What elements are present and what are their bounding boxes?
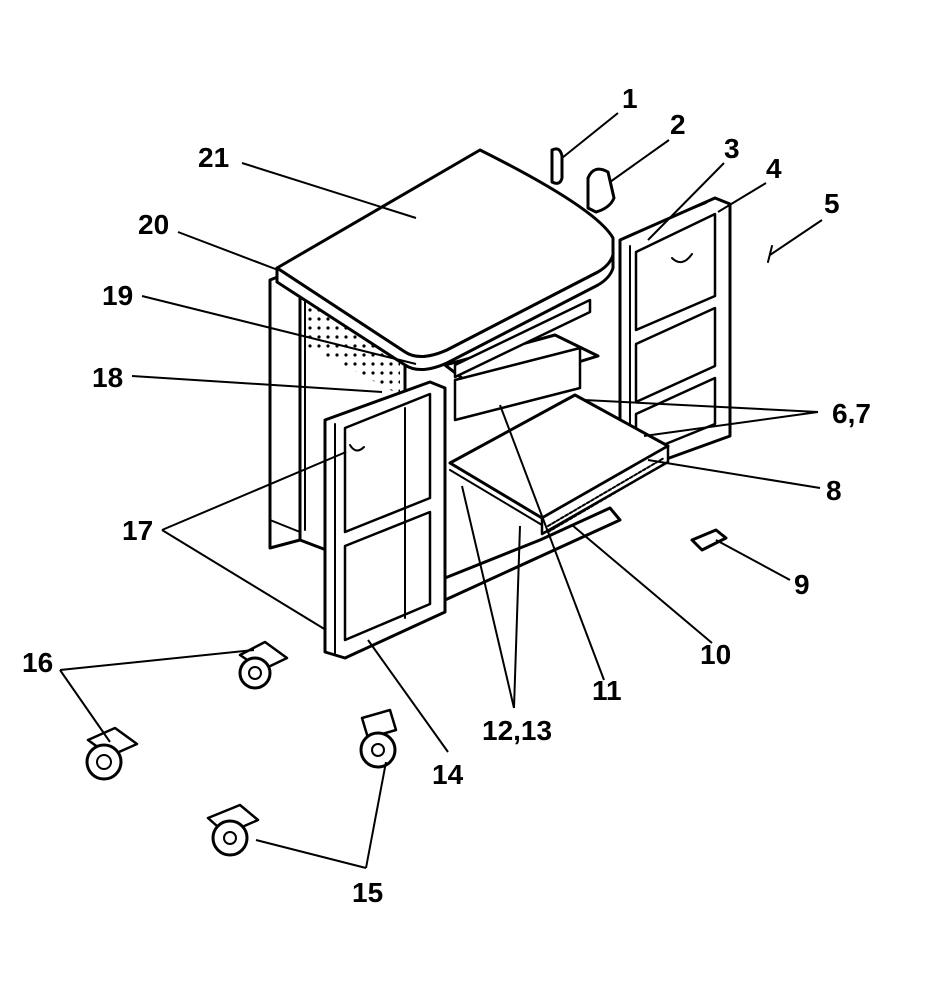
caster-wheel-16-front xyxy=(85,726,139,781)
caster-wheel-15-left xyxy=(206,803,260,857)
leader-lines xyxy=(59,112,823,869)
callout-19: 19 xyxy=(102,280,133,311)
right-side-panel xyxy=(618,196,732,472)
callout-15: 15 xyxy=(352,877,383,908)
callout-6-7: 6,7 xyxy=(832,398,871,429)
callout-16: 16 xyxy=(22,647,53,678)
caster-wheel-15-right xyxy=(359,708,398,769)
callout-11: 11 xyxy=(592,675,622,706)
keyboard-drawer xyxy=(448,393,670,536)
callout-2: 2 xyxy=(670,109,686,140)
callout-5: 5 xyxy=(824,188,840,219)
caster-lock-part-9 xyxy=(690,528,728,552)
callout-1: 1 xyxy=(622,83,638,114)
caster-wheel-16-rear xyxy=(238,640,289,690)
callout-17: 17 xyxy=(122,515,153,546)
front-left-side-panel xyxy=(323,380,447,660)
cable-clip-part-1 xyxy=(550,147,564,185)
work-surface-top xyxy=(275,148,615,379)
callout-labels: 1 2 3 4 5 6,7 8 9 10 11 12,13 14 15 16 1… xyxy=(22,83,871,908)
callout-12-13: 12,13 xyxy=(482,715,552,746)
callout-8: 8 xyxy=(826,475,842,506)
drawer-slide-rails xyxy=(547,457,665,533)
callout-14: 14 xyxy=(432,759,464,790)
callout-10: 10 xyxy=(700,639,731,670)
hook-bracket-part-2 xyxy=(586,167,616,214)
callout-4: 4 xyxy=(766,153,782,184)
callout-21: 21 xyxy=(198,142,229,173)
callout-18: 18 xyxy=(92,362,123,393)
callout-20: 20 xyxy=(138,209,169,240)
callout-3: 3 xyxy=(724,133,740,164)
callout-9: 9 xyxy=(794,569,810,600)
